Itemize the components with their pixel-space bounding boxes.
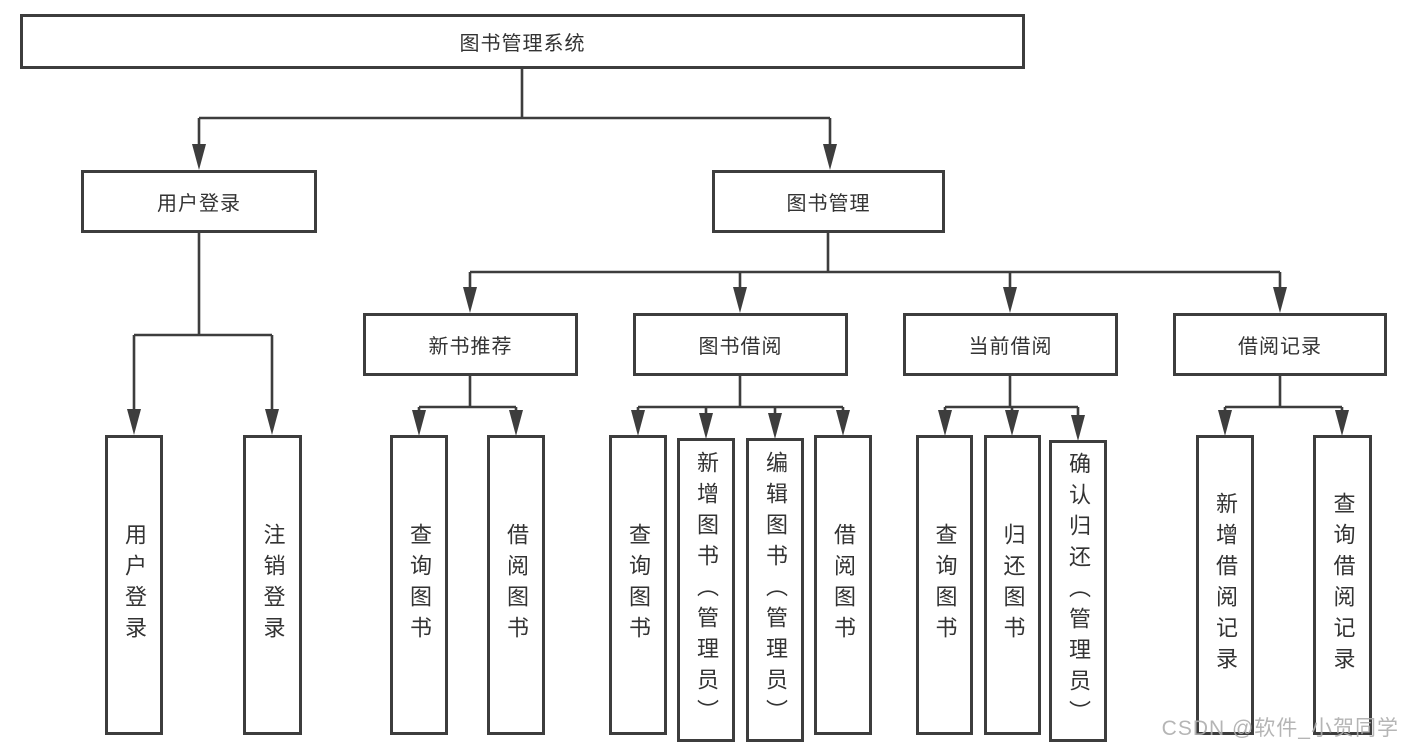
leaf-borrow-book-recommend: 借阅图书 [487,435,545,735]
leaf-confirm-return-admin: 确认归还（管理员） [1049,440,1107,742]
leaf-user-login: 用户登录 [105,435,163,735]
leaf-add-borrow-record: 新增借阅记录 [1196,435,1254,735]
node-current-borrow: 当前借阅 [903,313,1118,376]
leaf-query-borrow-record: 查询借阅记录 [1313,435,1372,735]
leaf-return-book: 归还图书 [984,435,1041,735]
node-book-borrow: 图书借阅 [633,313,848,376]
leaf-logout: 注销登录 [243,435,302,735]
leaf-add-book-admin: 新增图书（管理员） [677,438,735,742]
arrowheads [127,144,1349,441]
node-new-book-recommend: 新书推荐 [363,313,578,376]
csdn-watermark: CSDN @软件_小贺同学 [1161,717,1399,740]
node-user-login: 用户登录 [81,170,317,233]
leaf-edit-book-admin: 编辑图书（管理员） [746,438,804,742]
connector-segments [132,69,1344,418]
node-borrow-record: 借阅记录 [1173,313,1387,376]
node-book-management: 图书管理 [712,170,945,233]
leaf-query-book-borrow: 查询图书 [609,435,667,735]
leaf-query-book-recommend: 查询图书 [390,435,448,735]
leaf-query-book-current: 查询图书 [916,435,973,735]
node-library-management-system: 图书管理系统 [20,14,1025,69]
leaf-borrow-book: 借阅图书 [814,435,872,735]
